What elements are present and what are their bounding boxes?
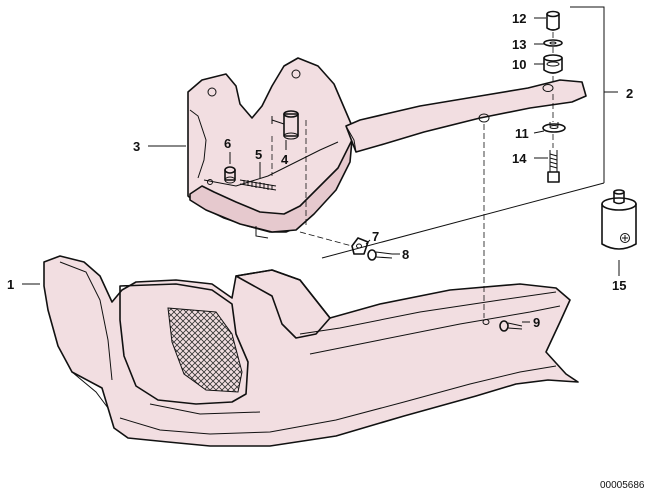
callout-12: 12	[512, 11, 526, 26]
part-4-buffer	[271, 110, 299, 140]
callout-14: 14	[512, 151, 527, 166]
callout-3: 3	[133, 139, 140, 154]
part-14-bolt	[547, 150, 560, 183]
part-3-arm	[345, 79, 587, 153]
part-3-bracket	[187, 57, 353, 239]
callout-6: 6	[224, 136, 231, 151]
part-6-spacer	[224, 166, 236, 184]
callout-8: 8	[402, 247, 409, 262]
part-12-cap	[546, 10, 560, 31]
part-5-stud	[239, 179, 277, 191]
callout-11: 11	[515, 126, 529, 141]
part-15-knob	[601, 189, 637, 250]
callout-5: 5	[255, 147, 262, 162]
callout-1: 1	[7, 277, 14, 292]
part-11-washer	[542, 122, 566, 133]
part-9-screw	[499, 320, 523, 332]
part-13-washer	[543, 39, 563, 47]
callouts: 1 2 3 4 5 6 7 8 9 10 11 12 13 14 15	[7, 11, 633, 330]
callout-7: 7	[372, 229, 379, 244]
callout-2: 2	[626, 86, 633, 101]
callout-10: 10	[512, 57, 526, 72]
leader-lines	[22, 6, 620, 323]
callout-13: 13	[512, 37, 526, 52]
callout-9: 9	[533, 315, 540, 330]
drawing-number: 00005686	[600, 480, 645, 491]
callout-15: 15	[612, 278, 626, 293]
part-8-screw	[367, 249, 393, 261]
part-10-grommet	[543, 54, 563, 74]
part-1-fairing	[43, 255, 579, 447]
assembly-lines	[271, 32, 554, 318]
callout-4: 4	[281, 152, 289, 167]
